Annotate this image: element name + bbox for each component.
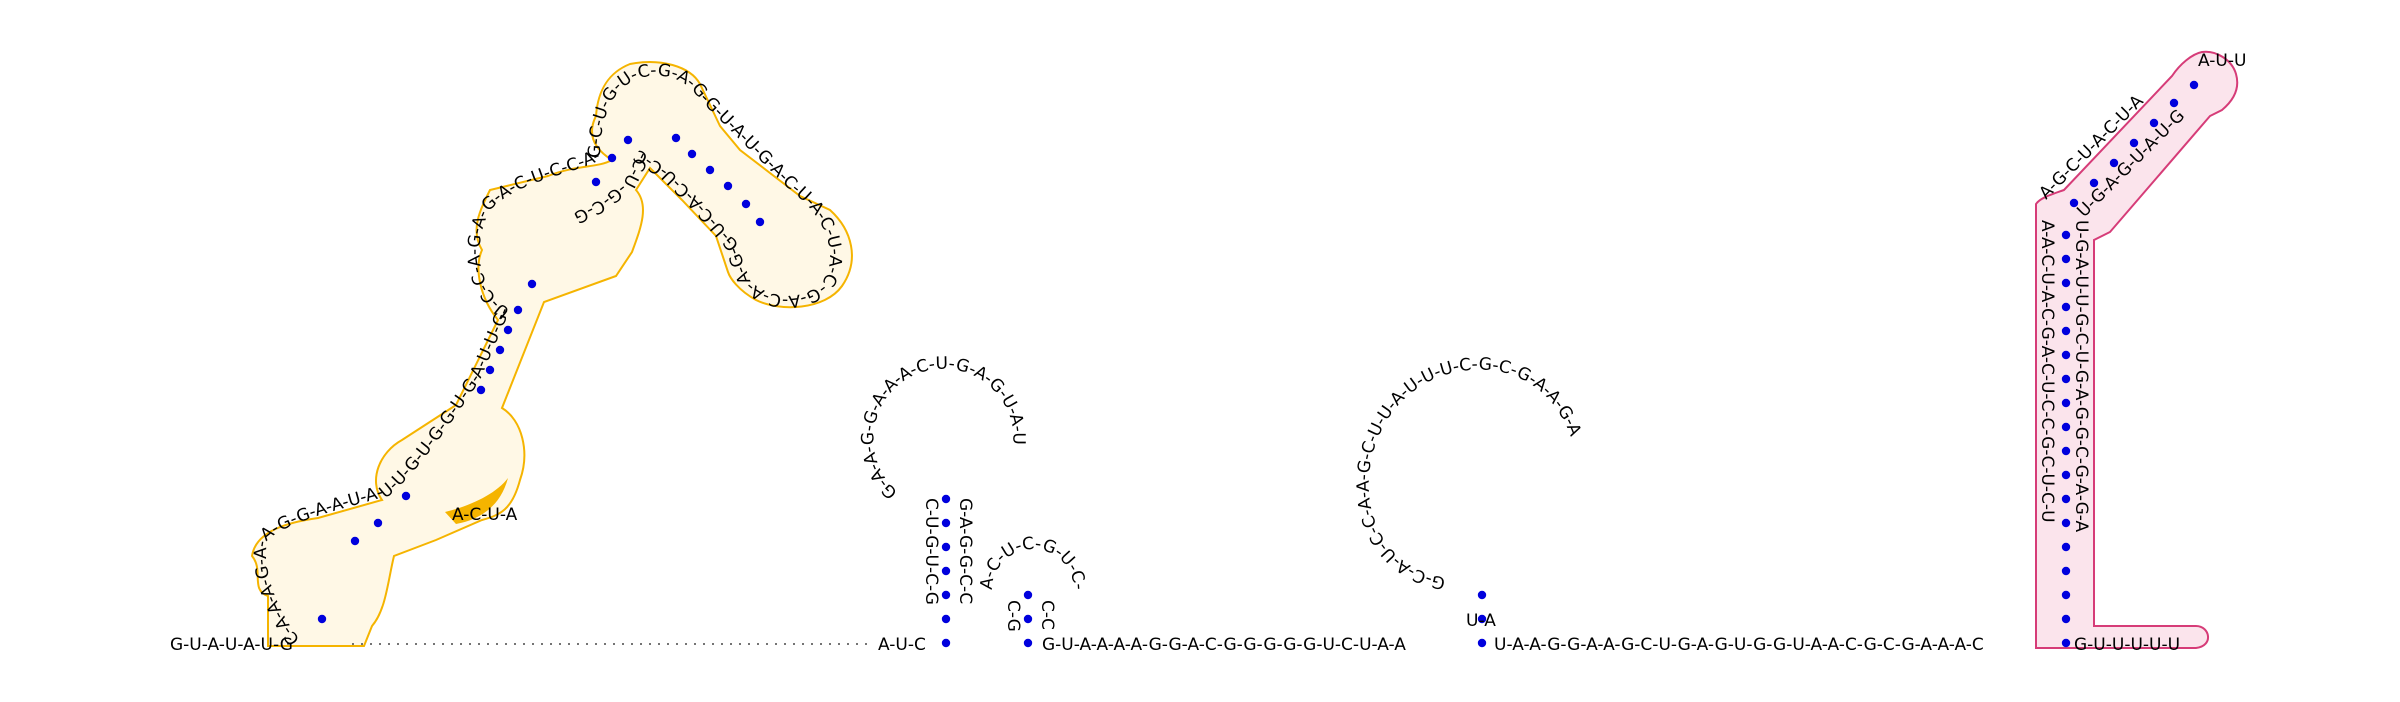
three-prime-segment: G-U-U-U-U-U	[2074, 635, 2180, 655]
hairpin-2-right-stem: C-C	[1037, 600, 1057, 630]
hairpin-1-loop: G-A-A-G-G-A-A-A-C-U-G-A-G-U-A-U	[858, 354, 1028, 503]
five-prime-segment: G-U-A-U-A-U-G	[170, 635, 293, 655]
pink-loop: A-U-U	[2198, 51, 2246, 71]
yellow-highlight-bases: A-C-U-A	[452, 505, 518, 525]
hairpin-1-left-stem: C-U-G-U-C-G	[921, 498, 941, 605]
base-pair-dots	[317, 80, 2199, 648]
pink-left-strand: A-A-C-U-A-C-G-A-C-U-C-C-G-C-U-C-U	[2037, 220, 2057, 523]
large-loop: U-A G-C-A-U-C-C-A-A-G-C-U-U-A-U-U-U-C-G-…	[1354, 354, 1585, 631]
hairpin-1-right-stem: G-A-G-G-C-C	[955, 498, 975, 604]
segment-b: G-U-A-A-A-A-G-G-A-C-G-G-G-G-G-U-C-U-A-A	[1042, 635, 1406, 655]
pink-domain-outline	[2035, 50, 2239, 649]
hairpin-1-loop-text: G-A-A-G-G-A-A-A-C-U-G-A-G-U-A-U	[858, 354, 1028, 503]
segment-a: A-U-C	[878, 635, 926, 655]
large-loop-pair: U-A	[1466, 611, 1496, 631]
large-loop-sequence: G-C-A-U-C-C-A-A-G-C-U-U-A-U-U-U-C-G-C-G-…	[1354, 354, 1585, 592]
yellow-domain-outline	[250, 61, 853, 647]
large-loop-text: G-C-A-U-C-C-A-A-G-C-U-U-A-U-U-U-C-G-C-G-…	[1354, 354, 1585, 592]
hairpin-2-left-stem: C-G	[1003, 600, 1023, 632]
pink-right-strand: U-G-A-U-U-G-C-U-G-A-G-G-C-G-A-G-A	[2071, 220, 2091, 533]
segment-c: U-A-A-G-G-A-A-G-C-U-G-A-G-U-G-G-U-A-A-C-…	[1494, 635, 1984, 655]
